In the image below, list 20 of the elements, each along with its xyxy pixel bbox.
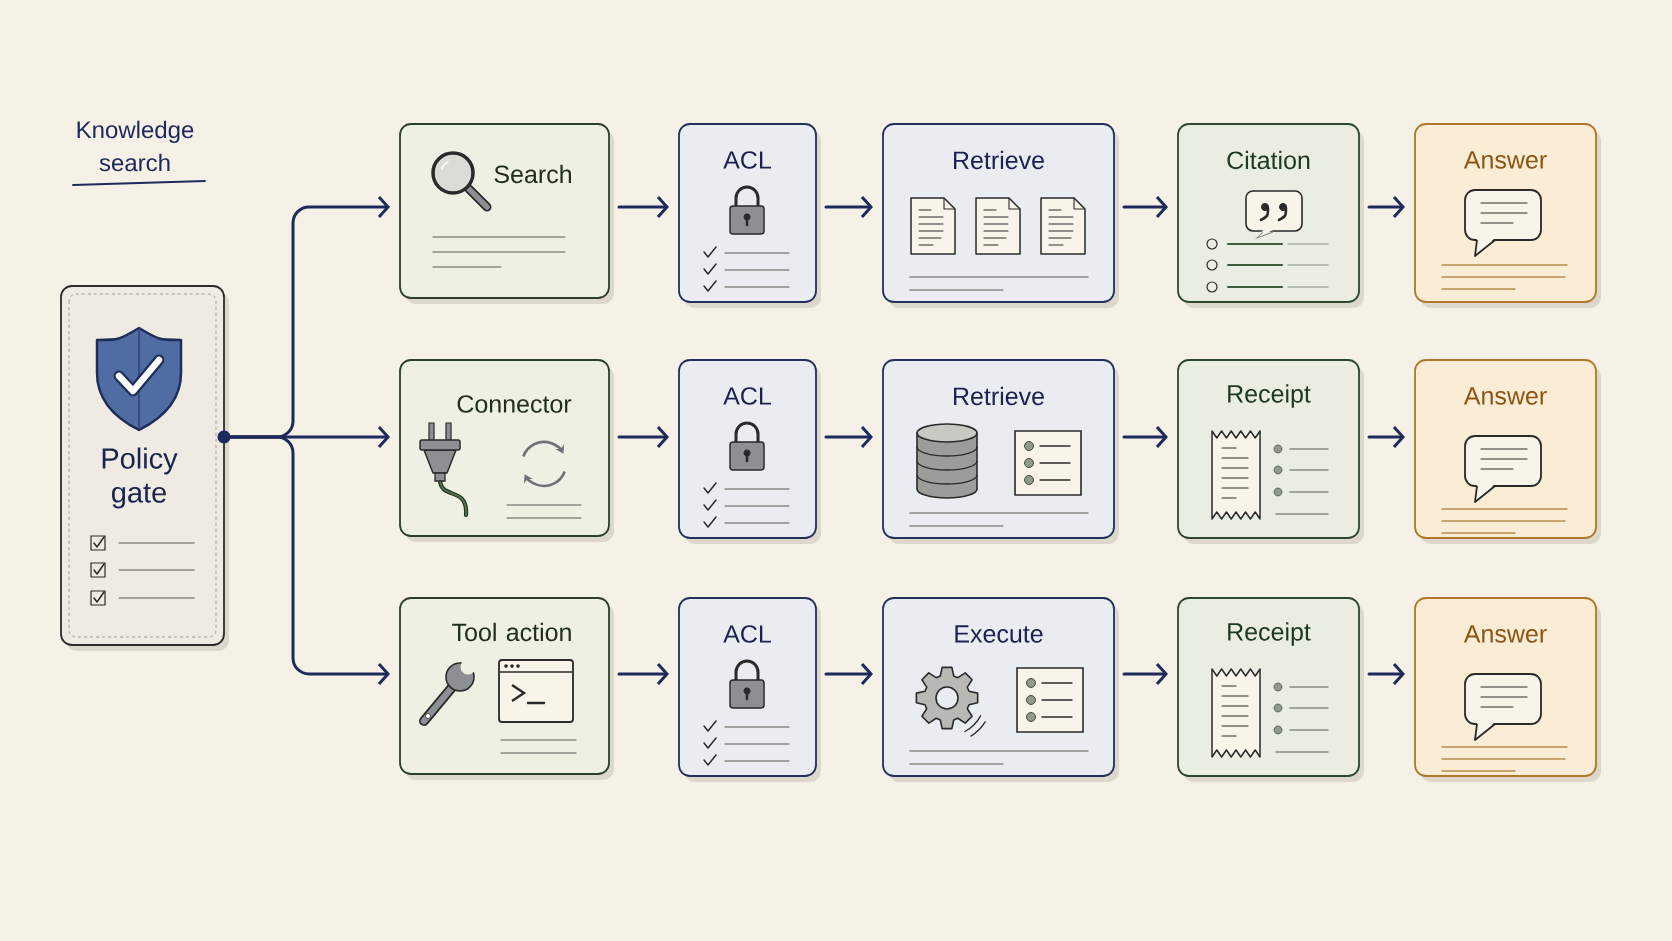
- step-card: Citation: [1177, 123, 1364, 308]
- arrow: [1122, 195, 1168, 218]
- arrow: [1367, 195, 1405, 218]
- arrow: [824, 425, 873, 448]
- heading: Knowledge search: [77, 120, 194, 172]
- arrow: [617, 195, 669, 218]
- arrow: [824, 195, 873, 218]
- arrow: [1122, 425, 1168, 448]
- step-card: Search: [399, 123, 614, 304]
- arrow: [1367, 425, 1405, 448]
- arrow: [1367, 662, 1405, 685]
- arrow: [824, 662, 873, 685]
- step-card: ACL: [678, 597, 821, 782]
- arrow: [617, 662, 669, 685]
- arrow: [1122, 662, 1168, 685]
- arrow: [617, 425, 669, 448]
- step-card: ACL: [678, 123, 821, 308]
- arrow: [229, 435, 390, 685]
- step-card: ACL: [678, 359, 821, 544]
- step-card: Connector: [399, 359, 614, 542]
